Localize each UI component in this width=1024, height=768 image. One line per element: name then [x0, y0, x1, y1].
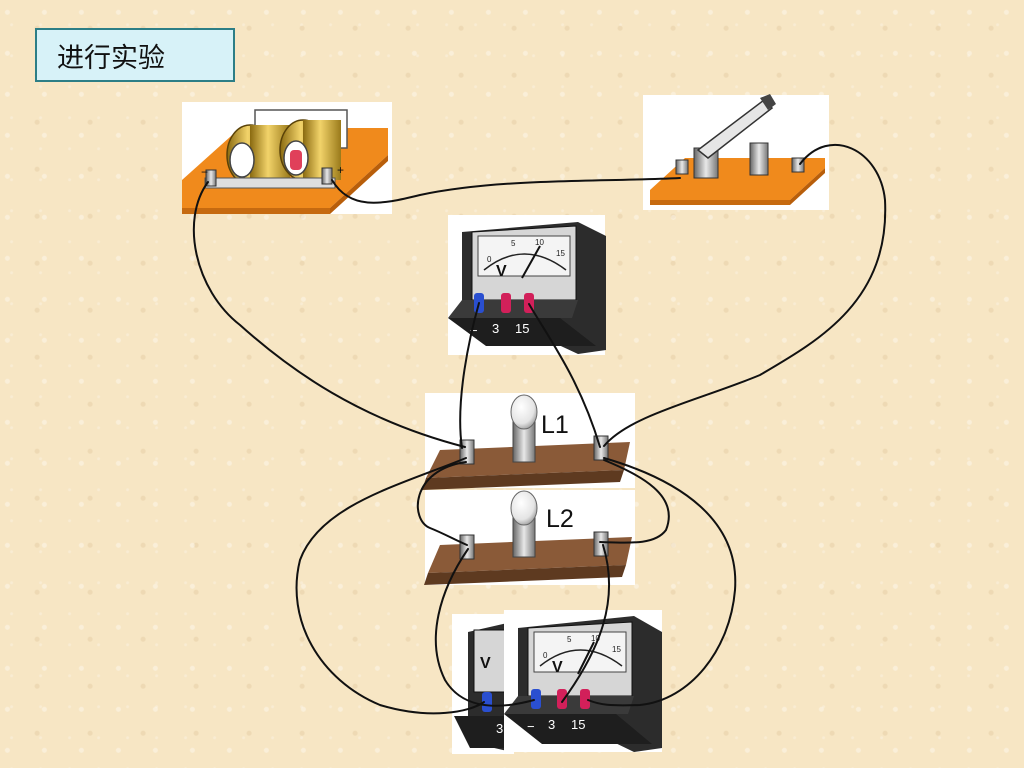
lamp-label-l2: L2: [546, 505, 574, 533]
voltmeter-needle: [521, 245, 541, 279]
svg-text:15: 15: [571, 717, 585, 732]
wires: [192, 144, 887, 715]
wire: [561, 544, 611, 703]
svg-text:+: +: [337, 163, 344, 177]
wire: [603, 144, 887, 447]
voltmeter-terminal-negative[interactable]: −: [527, 689, 541, 734]
voltmeter-terminal-15v[interactable]: 15: [571, 689, 590, 732]
lamp-l2: L2: [424, 490, 635, 585]
svg-text:10: 10: [591, 634, 600, 643]
svg-text:3: 3: [496, 721, 503, 736]
svg-text:5: 5: [511, 239, 516, 248]
wire: [417, 461, 468, 546]
wire: [192, 181, 466, 448]
svg-text:15: 15: [556, 249, 565, 258]
wire: [587, 457, 737, 707]
voltmeter-back-terminal-negative[interactable]: [482, 692, 492, 712]
svg-text:−: −: [527, 719, 535, 734]
wire: [459, 302, 480, 449]
wire: [295, 457, 485, 715]
lamp-l1: L1: [422, 393, 635, 490]
svg-text:15: 15: [612, 645, 621, 654]
wire: [528, 303, 601, 448]
svg-text:0: 0: [543, 651, 548, 660]
svg-text:V: V: [552, 659, 563, 676]
svg-text:0: 0: [487, 255, 492, 264]
svg-text:3: 3: [548, 717, 555, 732]
svg-text:5: 5: [567, 635, 572, 644]
voltmeter-terminal-3v[interactable]: 3: [548, 689, 567, 732]
wire: [434, 548, 535, 707]
voltmeter-terminal-3v[interactable]: 3: [492, 293, 511, 336]
wire: [331, 177, 681, 204]
svg-text:10: 10: [535, 238, 544, 247]
battery-terminal-negative[interactable]: −: [201, 165, 217, 187]
lamp-label-l1: L1: [541, 411, 569, 439]
svg-text:V: V: [496, 263, 507, 280]
svg-text:15: 15: [515, 321, 529, 336]
knife-switch[interactable]: [643, 94, 829, 210]
battery-holder: − +: [182, 102, 392, 214]
battery-terminal-positive[interactable]: +: [321, 163, 344, 185]
voltmeter-top: 0 5 10 15 V − 3 15: [448, 215, 606, 355]
voltmeter-bottom-front: 0 5 10 15 V − 3 15: [504, 610, 662, 752]
svg-text:−: −: [470, 323, 478, 338]
wire: [599, 459, 670, 544]
voltmeter-needle: [577, 641, 595, 675]
svg-text:−: −: [201, 165, 208, 179]
slide-title: 进行实验: [35, 28, 235, 82]
battery-cell: [279, 119, 341, 181]
svg-text:V: V: [480, 655, 491, 672]
svg-text:3: 3: [492, 321, 499, 336]
